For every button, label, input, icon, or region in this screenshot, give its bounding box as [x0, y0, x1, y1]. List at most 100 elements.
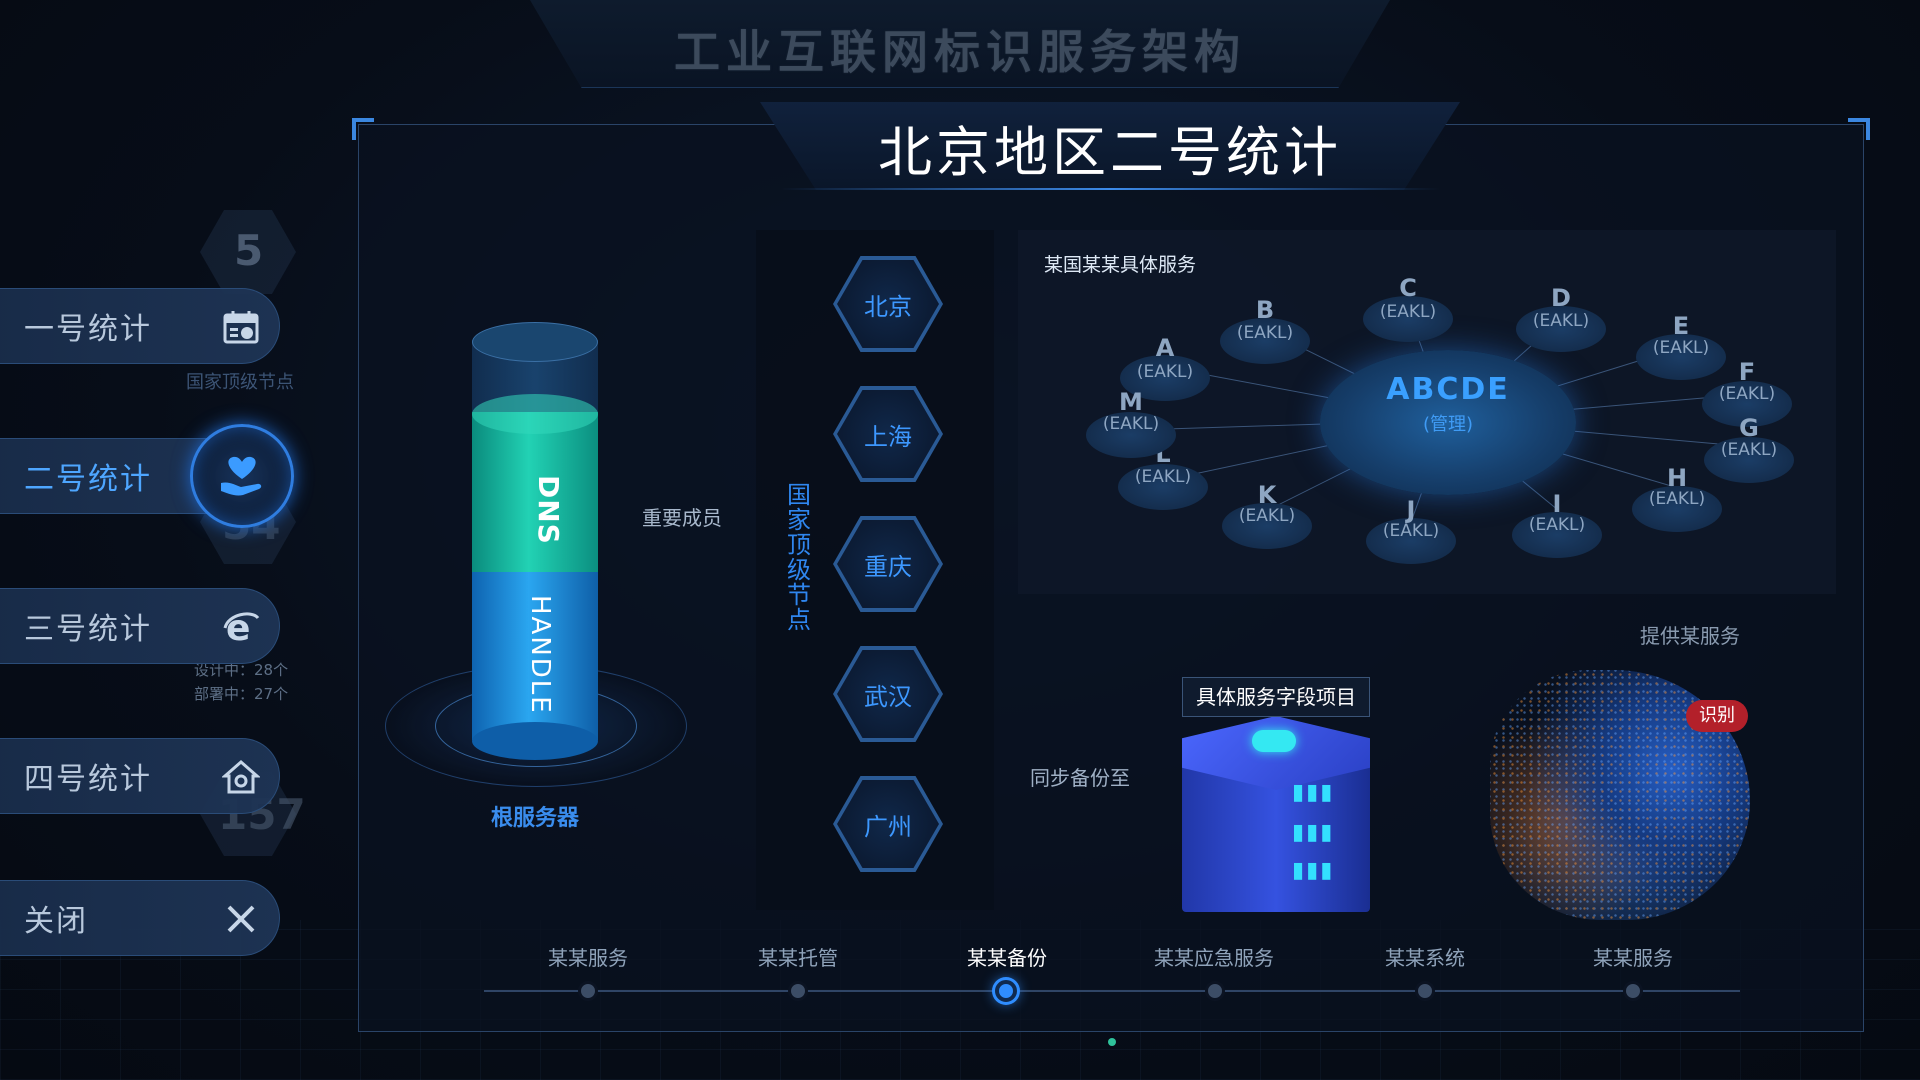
dns-label: DNS	[532, 475, 565, 545]
provide-service-label: 提供某服务	[1640, 624, 1740, 648]
service-node-letter: E	[1672, 312, 1690, 340]
city-node-label: 广州	[837, 780, 939, 868]
service-node-sub: (EAKL)	[1238, 506, 1296, 526]
panel-title-underline	[780, 188, 1440, 190]
bg-number-top: 5	[234, 226, 264, 275]
timeline-step-5[interactable]	[1415, 981, 1435, 1001]
timeline-step-4[interactable]	[1205, 981, 1225, 1001]
bg-node-label: 国家顶级节点	[186, 372, 294, 393]
service-node-k[interactable]	[1222, 503, 1312, 549]
city-node-label: 上海	[837, 390, 939, 478]
sidebar-item-label: 四号统计	[24, 762, 152, 797]
service-node-letter: F	[1738, 358, 1756, 386]
sidebar-item-label: 关闭	[24, 904, 88, 939]
service-node-letter: B	[1255, 296, 1275, 324]
timeline-step-label: 某某托管	[758, 946, 838, 970]
service-node-d[interactable]	[1516, 306, 1606, 352]
service-node-h[interactable]	[1632, 486, 1722, 532]
service-node-i[interactable]	[1512, 512, 1602, 558]
hex-decoration	[200, 210, 296, 294]
service-node-sub: (EAKL)	[1102, 414, 1160, 434]
service-node-letter: D	[1551, 284, 1571, 312]
city-node-label: 重庆	[837, 520, 939, 608]
identify-badge[interactable]: 识别	[1686, 700, 1748, 732]
browser-e-icon: e	[221, 607, 261, 647]
service-node-sub: (EAKL)	[1236, 323, 1294, 343]
sidebar-item-label: 一号统计	[24, 312, 152, 347]
service-node-sub: (EAKL)	[1648, 489, 1706, 509]
timeline-step-label: 某某备份	[967, 946, 1047, 970]
handle-label: HANDLE	[525, 595, 555, 715]
hand-heart-icon	[217, 451, 267, 501]
timeline-step-label: 某某服务	[1593, 946, 1673, 970]
server-indicator-bars: ▮▮▮	[1292, 858, 1335, 883]
service-node-sub: (EAKL)	[1718, 384, 1776, 404]
sidebar-item-stat-1[interactable]: 一号统计	[0, 288, 280, 364]
timeline-step-3[interactable]	[995, 980, 1017, 1002]
root-server-caption: 根服务器	[490, 806, 579, 831]
service-node-sub: (EAKL)	[1136, 362, 1194, 382]
service-node-letter: J	[1406, 496, 1416, 524]
cylinder-top-cap	[472, 322, 598, 362]
service-node-l[interactable]	[1118, 464, 1208, 510]
page-title: 工业互联网标识服务架构	[674, 25, 1246, 79]
service-node-sub: (EAKL)	[1379, 302, 1437, 322]
service-node-b[interactable]	[1220, 318, 1310, 364]
service-node-letter: M	[1119, 388, 1143, 416]
panel-corner-decoration	[1848, 118, 1870, 140]
service-node-letter: A	[1155, 334, 1175, 362]
cylinder-bottom-cap	[472, 722, 598, 760]
server-project-tag: 具体服务字段项目	[1182, 677, 1370, 717]
service-node-letter: K	[1257, 481, 1277, 509]
cylinder-dns-segment	[472, 412, 598, 572]
timeline-step-6[interactable]	[1623, 981, 1643, 1001]
timeline-step-2[interactable]	[788, 981, 808, 1001]
management-center-sublabel: (管理)	[1422, 414, 1474, 435]
panel-title: 北京地区二号统计	[878, 121, 1342, 184]
service-node-letter: I	[1552, 490, 1562, 518]
server-indicator-bars: ▮▮▮	[1292, 820, 1335, 845]
service-node-letter: C	[1399, 274, 1417, 302]
service-node-c[interactable]	[1363, 296, 1453, 342]
sidebar-item-stat-4[interactable]: 四号统计	[0, 738, 280, 814]
sidebar-item-label: 二号统计	[24, 462, 152, 497]
timeline-step-label: 某某服务	[548, 946, 628, 970]
timeline-step-1[interactable]	[578, 981, 598, 1001]
service-diagram-title: 某国某某具体服务	[1044, 254, 1197, 276]
service-node-a[interactable]	[1120, 355, 1210, 401]
cylinder-mid-cap	[472, 394, 598, 434]
management-center-disc	[1320, 350, 1576, 495]
sidebar-item-stat-3[interactable]: 三号统计 e	[0, 588, 280, 664]
sync-backup-label: 同步备份至	[1030, 766, 1130, 790]
panel-corner-decoration	[352, 118, 374, 140]
service-node-sub: (EAKL)	[1652, 338, 1710, 358]
management-center-label: ABCDE	[1386, 372, 1510, 407]
sidebar-item-label: 三号统计	[24, 612, 152, 647]
timeline-step-label: 某某应急服务	[1154, 946, 1274, 970]
important-member-label: 重要成员	[642, 506, 722, 530]
active-item-indicator	[190, 424, 294, 528]
close-icon[interactable]	[221, 899, 261, 939]
timeline-step-label: 某某系统	[1385, 946, 1465, 970]
service-node-letter: H	[1666, 464, 1688, 492]
service-node-j[interactable]	[1366, 518, 1456, 564]
top-header-bar	[530, 0, 1390, 88]
calendar-icon	[221, 307, 261, 347]
service-node-sub: (EAKL)	[1532, 311, 1590, 331]
bg-in-design: 设计中：28个	[194, 661, 289, 679]
national-nodes-vertical-label: 国家顶级节点	[787, 481, 811, 634]
service-node-sub: (EAKL)	[1528, 515, 1586, 535]
service-node-e[interactable]	[1636, 334, 1726, 380]
panel-title-frame	[760, 102, 1460, 190]
service-node-letter: G	[1739, 414, 1759, 442]
service-node-g[interactable]	[1704, 437, 1794, 483]
service-node-m[interactable]	[1086, 412, 1176, 458]
service-node-sub: (EAKL)	[1134, 467, 1192, 487]
server-indicator-bars: ▮▮▮	[1292, 780, 1335, 805]
sidebar-item-close[interactable]: 关闭	[0, 880, 280, 956]
server-status-light	[1252, 730, 1296, 752]
service-node-sub: (EAKL)	[1720, 440, 1778, 460]
root-server-cylinder	[472, 340, 598, 740]
bg-deployed: 部署中：27个	[194, 685, 289, 703]
service-node-f[interactable]	[1702, 381, 1792, 427]
